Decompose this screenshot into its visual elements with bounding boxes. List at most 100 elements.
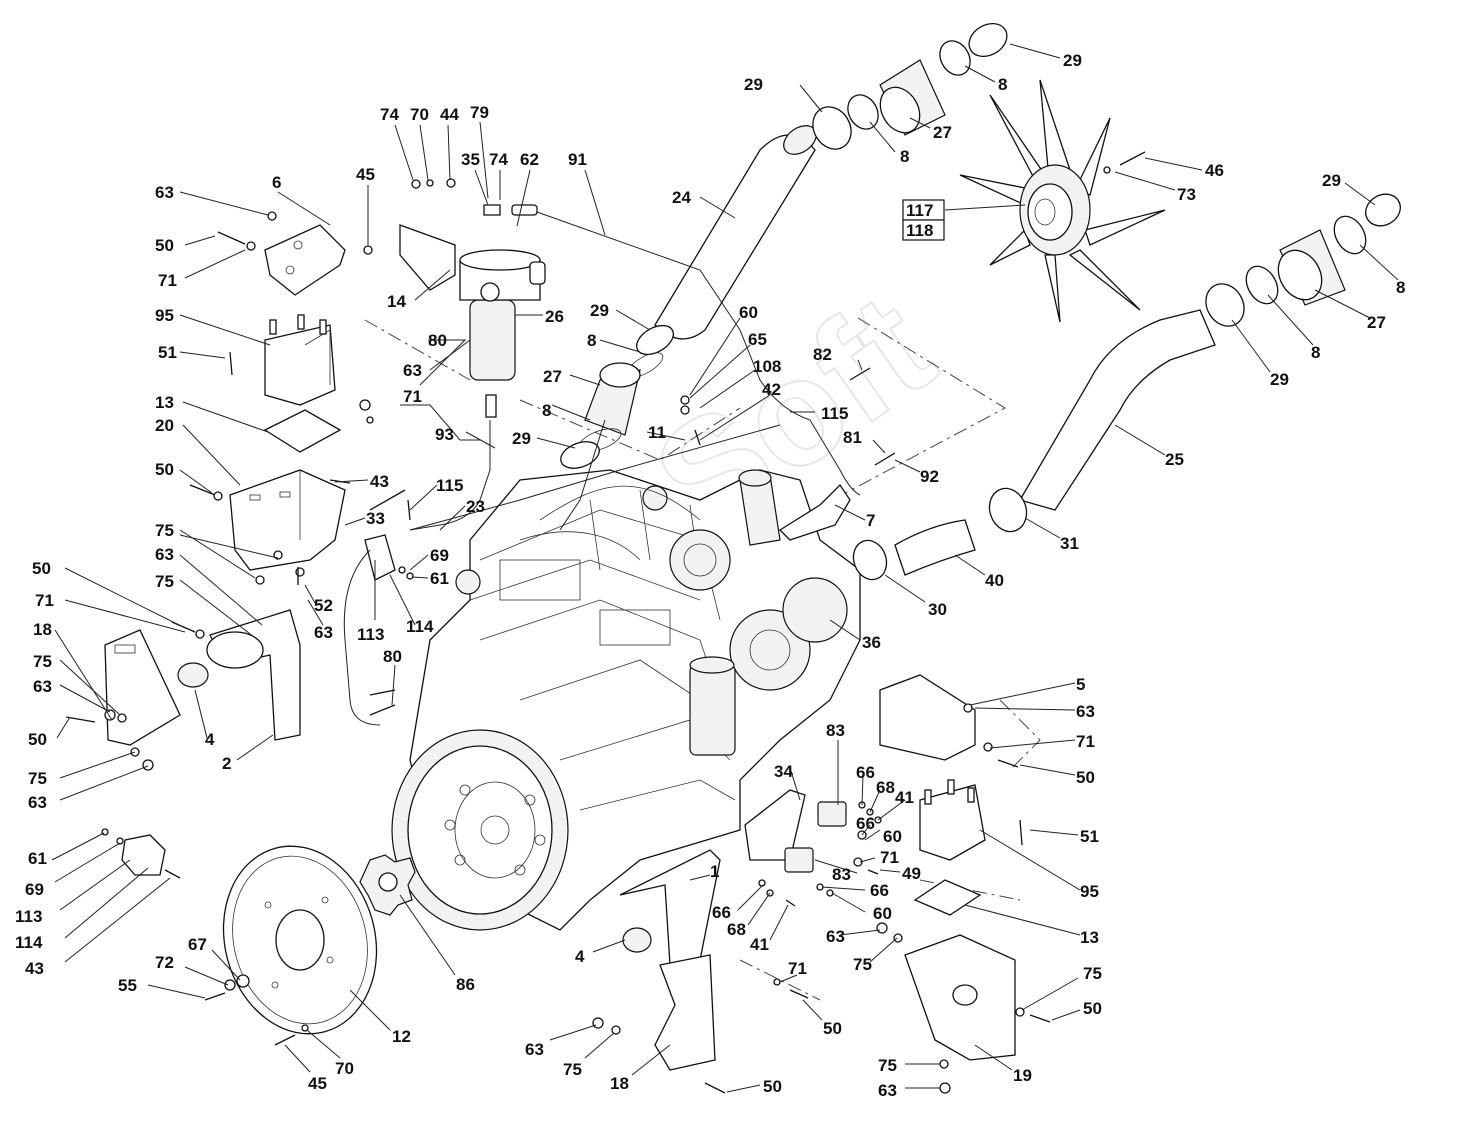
callout-label: 114 xyxy=(15,933,43,952)
callout-label: 71 xyxy=(788,959,807,978)
label-box-118 xyxy=(902,219,945,241)
callout-label: 50 xyxy=(823,1019,842,1038)
callout-label: 41 xyxy=(895,788,914,807)
rubber-mount-4-left xyxy=(177,662,209,688)
callout-label: 31 xyxy=(1060,534,1079,553)
callout-label: 61 xyxy=(430,569,449,588)
callout-label: 63 xyxy=(33,677,52,696)
callout-label: 80 xyxy=(383,647,402,666)
hose-fittings-right xyxy=(852,193,1401,581)
callout-label: 91 xyxy=(568,150,587,169)
callout-label: 33 xyxy=(366,509,385,528)
callout-label: 113 xyxy=(15,907,42,926)
callout-label: 71 xyxy=(403,387,422,406)
callout-label: 42 xyxy=(762,380,781,399)
callout-label: 75 xyxy=(878,1056,897,1075)
callout-label: 45 xyxy=(308,1074,327,1093)
callout-label: 5 xyxy=(1076,675,1085,694)
callout-label: 41 xyxy=(750,935,769,954)
callout-label: 63 xyxy=(525,1040,544,1059)
callout-label: 27 xyxy=(933,123,952,142)
callout-label: 74 xyxy=(489,150,508,169)
callout-label: 30 xyxy=(928,600,947,619)
callout-label: 43 xyxy=(370,472,389,491)
callout-label: 24 xyxy=(672,188,691,207)
callout-label: 63 xyxy=(403,361,422,380)
callout-label: 55 xyxy=(118,976,137,995)
bracket-7 xyxy=(778,483,851,541)
callout-label: 50 xyxy=(28,730,47,749)
mount-95-left xyxy=(264,314,336,406)
hose-40 xyxy=(894,519,976,576)
callout-label: 27 xyxy=(543,367,562,386)
callout-label: 61 xyxy=(28,849,47,868)
mount-95-right xyxy=(919,779,986,861)
bracket-18-bottom xyxy=(654,954,716,1071)
callout-label: 8 xyxy=(1396,278,1405,297)
callout-label: 66 xyxy=(870,881,889,900)
callout-label: 8 xyxy=(1311,343,1320,362)
callout-label: 29 xyxy=(1270,370,1289,389)
callout-label: 8 xyxy=(998,75,1007,94)
relay-83-lower xyxy=(784,847,814,873)
callout-label: 49 xyxy=(902,864,921,883)
junction-block-left xyxy=(121,534,396,876)
callout-label: 118 xyxy=(906,221,933,240)
callout-label: 115 xyxy=(821,404,848,423)
callout-label: 2 xyxy=(222,754,231,773)
callout-label: 8 xyxy=(587,331,596,350)
callout-label: 71 xyxy=(35,591,54,610)
callout-label: 51 xyxy=(1080,827,1099,846)
callout-label: 67 xyxy=(188,935,207,954)
callout-label: 72 xyxy=(155,953,174,972)
callout-label: 29 xyxy=(1322,171,1341,190)
callout-label: 69 xyxy=(25,880,44,899)
rubber-mount-4-bottom xyxy=(622,927,652,953)
callout-label: 114 xyxy=(406,617,434,636)
callout-label: 12 xyxy=(392,1027,411,1046)
callout-label: 75 xyxy=(853,955,872,974)
callout-label: 71 xyxy=(880,848,899,867)
callout-label: 68 xyxy=(876,778,895,797)
callout-label: 70 xyxy=(410,105,429,124)
hose-fittings-middle xyxy=(560,324,674,469)
callout-label: 13 xyxy=(155,393,174,412)
pipes xyxy=(343,211,861,726)
callout-label: 63 xyxy=(826,927,845,946)
callout-label: 50 xyxy=(763,1077,782,1096)
callout-label: 19 xyxy=(1013,1066,1032,1085)
bracket-6 xyxy=(264,224,346,296)
callout-label: 66 xyxy=(856,814,875,833)
callout-label: 115 xyxy=(436,476,463,495)
callout-label: 63 xyxy=(28,793,47,812)
fuel-filter xyxy=(399,204,546,418)
callout-label: 44 xyxy=(440,105,459,124)
callout-label: 60 xyxy=(739,303,758,322)
callout-label: 43 xyxy=(25,959,44,978)
relay-83-upper xyxy=(817,801,847,827)
callout-label: 83 xyxy=(826,721,845,740)
plate-34 xyxy=(744,789,806,861)
callout-label: 70 xyxy=(335,1059,354,1078)
callout-label: 46 xyxy=(1205,161,1224,180)
callout-label: 74 xyxy=(380,105,399,124)
callout-label: 50 xyxy=(155,236,174,255)
callout-label: 60 xyxy=(883,827,902,846)
callout-label: 86 xyxy=(456,975,475,994)
callout-label: 80 xyxy=(428,331,447,350)
pad-13-left xyxy=(263,409,342,453)
bracket-2 xyxy=(206,609,301,741)
callout-label: 75 xyxy=(155,572,174,591)
callout-label: 75 xyxy=(1083,964,1102,983)
callout-label: 63 xyxy=(155,545,174,564)
callout-label: 29 xyxy=(744,75,763,94)
callout-label: 79 xyxy=(470,103,489,122)
callout-label: 50 xyxy=(1083,999,1102,1018)
callout-label: 18 xyxy=(33,620,52,639)
callout-label: 4 xyxy=(205,730,215,749)
callout-label: 69 xyxy=(430,546,449,565)
callout-label: 62 xyxy=(520,150,539,169)
callout-label: 75 xyxy=(33,652,52,671)
callout-label: 20 xyxy=(155,416,174,435)
callout-label: 95 xyxy=(155,306,174,325)
